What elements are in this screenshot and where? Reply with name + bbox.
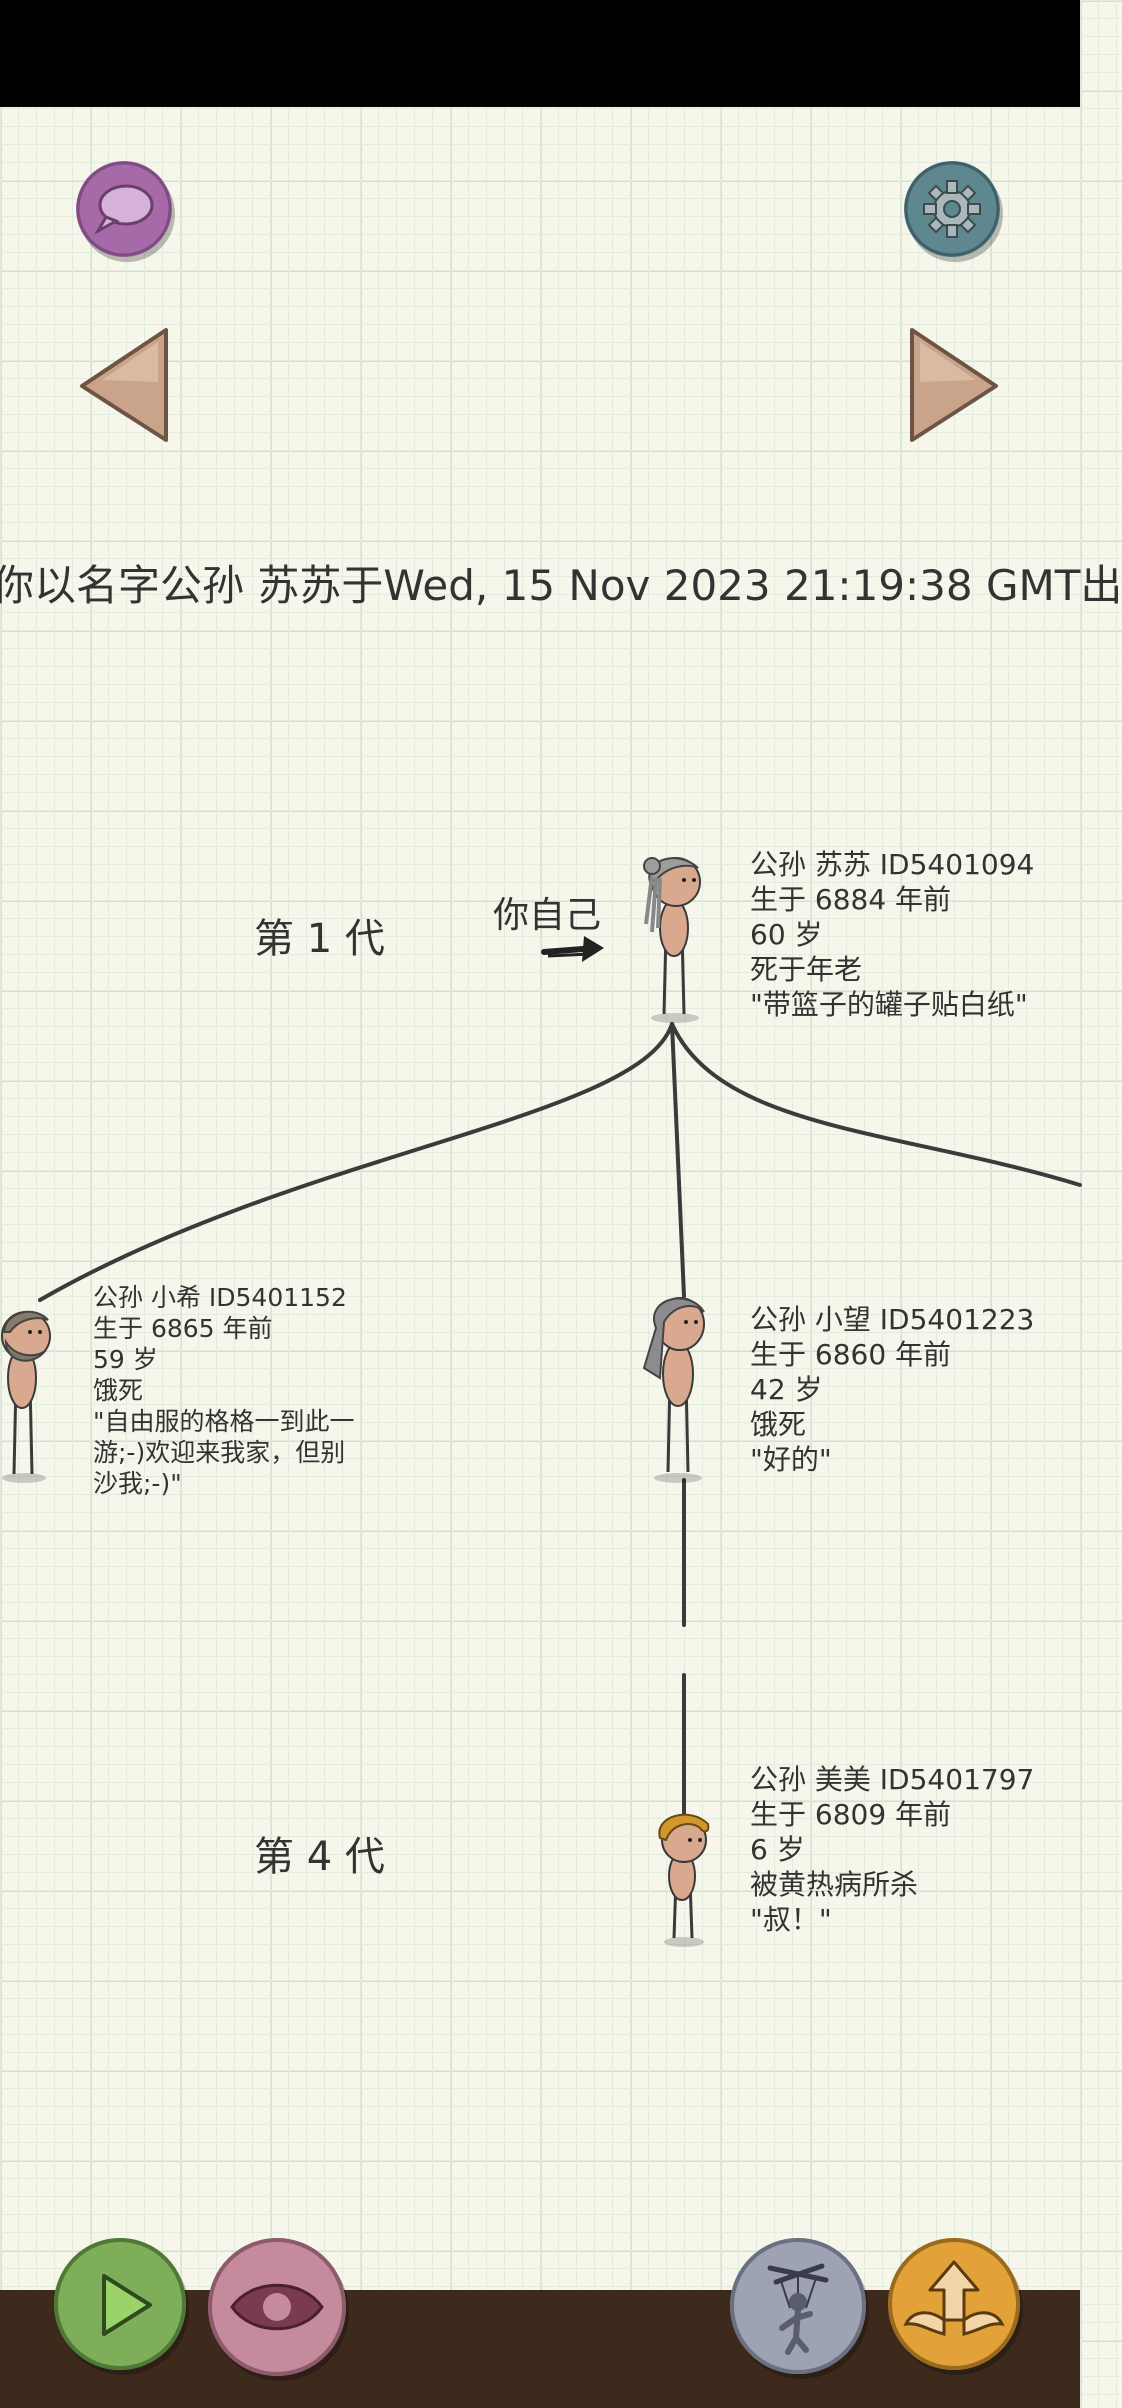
person-age: 60 岁 <box>750 918 823 951</box>
person-avatar-susu[interactable] <box>630 852 720 1024</box>
puppet-icon <box>730 2238 866 2374</box>
person-death: 被黄热病所杀 <box>750 1868 919 1901</box>
speech-bubble-icon <box>76 161 172 257</box>
person-info-susu: 公孙 苏苏 ID5401094 生于 6884 年前 60 岁 死于年老 "带篮… <box>750 847 1034 1022</box>
person-age: 42 岁 <box>750 1373 823 1406</box>
person-info-xiaoxi: 公孙 小希 ID5401152 生于 6865 年前 59 岁 饿死 "自由服的… <box>93 1282 363 1499</box>
play-button[interactable] <box>54 2238 186 2370</box>
person-quote: "自由服的格格一到此一游;-)欢迎来我家，但别沙我;-)" <box>93 1407 355 1498</box>
person-quote: "叔！" <box>750 1903 832 1936</box>
self-arrow-icon <box>541 936 604 962</box>
puppet-button[interactable] <box>730 2238 866 2374</box>
person-born: 生于 6865 年前 <box>93 1314 273 1343</box>
eye-button[interactable] <box>208 2238 346 2376</box>
person-born: 生于 6884 年前 <box>750 883 952 916</box>
person-info-meimei: 公孙 美美 ID5401797 生于 6809 年前 6 岁 被黄热病所杀 "叔… <box>750 1762 1034 1937</box>
person-quote: "带篮子的罐子贴白纸" <box>750 988 1028 1021</box>
prev-arrow-button[interactable] <box>74 324 174 446</box>
generation-1-label: 第 1 代 <box>254 916 385 962</box>
person-name: 公孙 苏苏 ID5401094 <box>750 848 1035 881</box>
person-avatar-xiaowang[interactable] <box>630 1288 720 1484</box>
person-info-xiaowang: 公孙 小望 ID5401223 生于 6860 年前 42 岁 饿死 "好的" <box>750 1302 1034 1477</box>
person-age: 6 岁 <box>750 1833 805 1866</box>
person-avatar-meimei[interactable] <box>644 1810 720 1947</box>
generation-4-label: 第 4 代 <box>254 1834 385 1880</box>
person-name: 公孙 小望 ID5401223 <box>750 1303 1035 1336</box>
person-name: 公孙 美美 ID5401797 <box>750 1763 1035 1796</box>
person-born: 生于 6809 年前 <box>750 1798 952 1831</box>
eye-icon <box>208 2238 346 2376</box>
winged-arrow-icon <box>888 2238 1020 2370</box>
person-born: 生于 6860 年前 <box>750 1338 952 1371</box>
person-death: 饿死 <box>750 1408 807 1441</box>
birth-banner: 你以名字公孙 苏苏于Wed, 15 Nov 2023 21:19:38 GMT出 <box>0 561 1122 610</box>
ascend-button[interactable] <box>888 2238 1020 2370</box>
family-tree-lines <box>38 1022 1082 1822</box>
play-icon <box>54 2238 186 2370</box>
next-arrow-button[interactable] <box>904 324 1004 446</box>
person-death: 死于年老 <box>750 953 863 986</box>
person-quote: "好的" <box>750 1443 832 1476</box>
chat-button[interactable] <box>76 161 172 257</box>
person-avatar-xiaoxi[interactable] <box>0 1302 66 1483</box>
person-age: 59 岁 <box>93 1345 158 1374</box>
status-bar <box>0 0 1080 107</box>
settings-button[interactable] <box>904 161 1000 257</box>
person-death: 饿死 <box>93 1376 144 1405</box>
self-label: 你自己 <box>493 895 602 936</box>
gear-icon <box>904 161 1000 257</box>
person-name: 公孙 小希 ID5401152 <box>93 1283 347 1312</box>
